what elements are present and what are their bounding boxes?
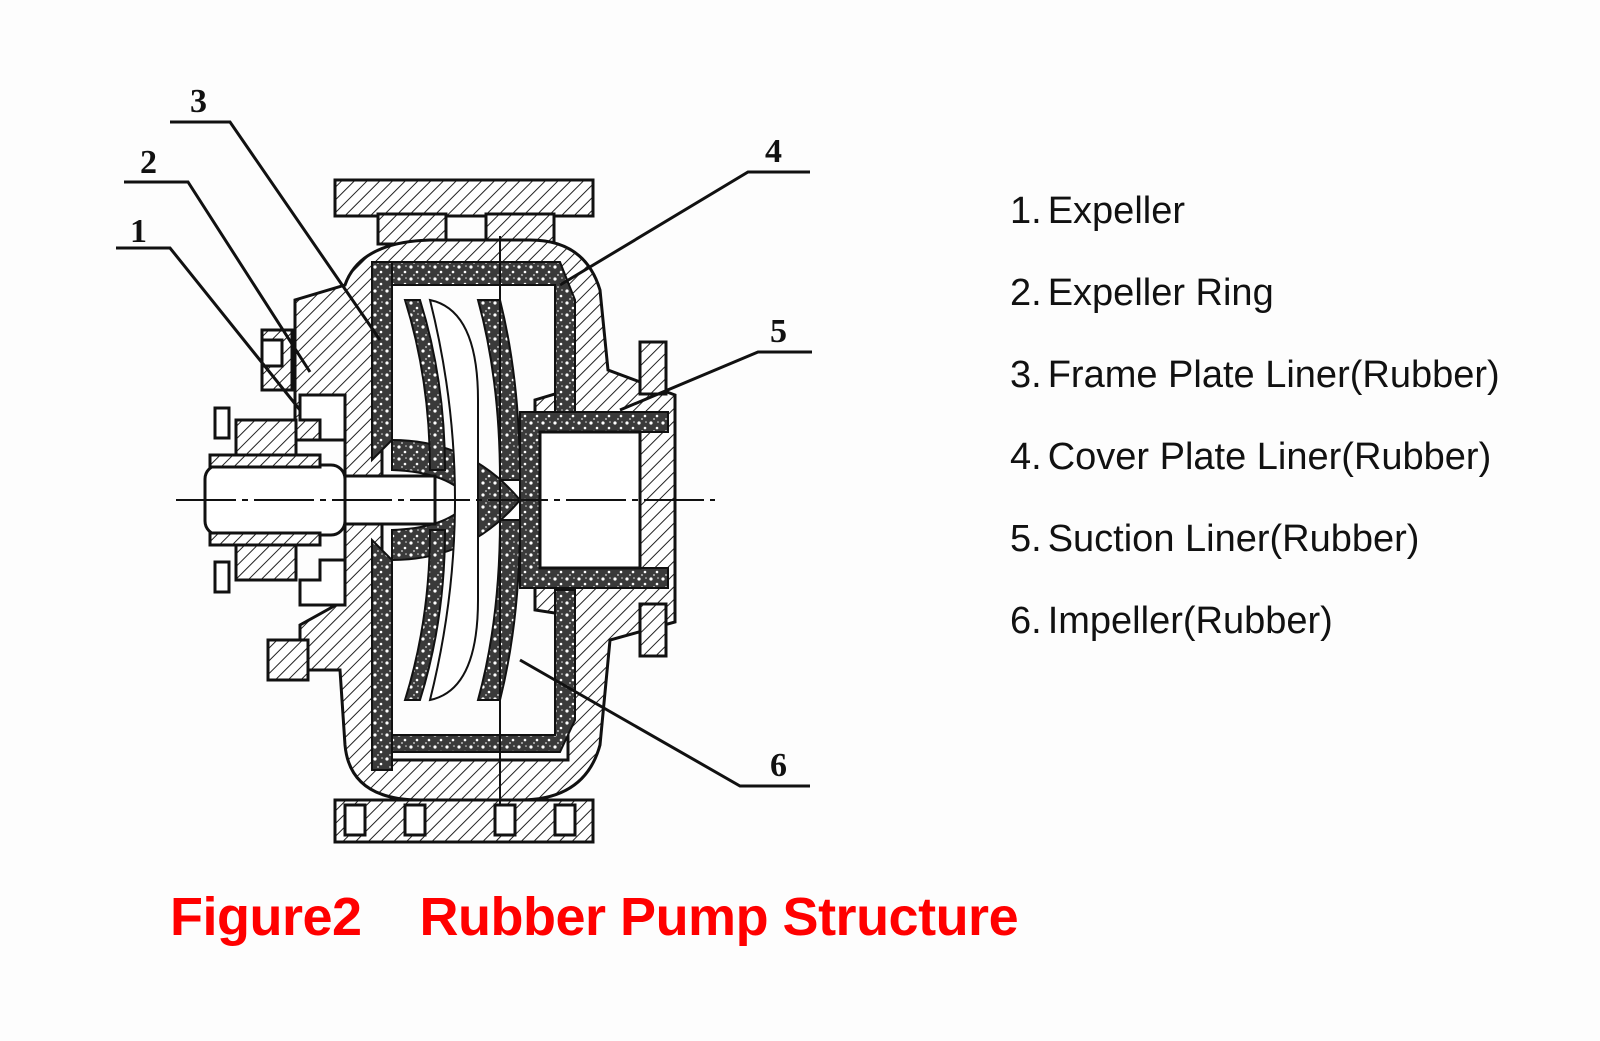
legend-item: 3.Frame Plate Liner(Rubber) xyxy=(1010,352,1500,434)
legend-item-text: Impeller(Rubber) xyxy=(1047,600,1333,642)
legend-item-number: 1. xyxy=(1010,190,1042,232)
leader-2 xyxy=(124,180,312,373)
callout-numbers: 1 2 3 4 5 6 xyxy=(130,83,787,784)
legend-item-number: 5. xyxy=(1010,518,1042,560)
figure-caption: Figure2 Rubber Pump Structure xyxy=(170,887,1019,947)
leader-4 xyxy=(559,170,810,287)
legend-item: 6.Impeller(Rubber) xyxy=(1010,598,1500,680)
legend-item: 5.Suction Liner(Rubber) xyxy=(1010,516,1500,598)
callout-number-6: 6 xyxy=(770,747,787,784)
leader-5 xyxy=(619,350,812,412)
legend-item-text: Frame Plate Liner(Rubber) xyxy=(1047,354,1500,396)
legend-item-number: 6. xyxy=(1010,600,1042,642)
legend-item-text: Cover Plate Liner(Rubber) xyxy=(1047,436,1492,478)
legend-item-number: 2. xyxy=(1010,272,1042,314)
legend-item-text: Suction Liner(Rubber) xyxy=(1047,518,1420,560)
impeller-vane xyxy=(428,298,479,702)
legend-item-number: 3. xyxy=(1010,354,1042,396)
legend-item: 2.Expeller Ring xyxy=(1010,270,1500,352)
legend-item-text: Expeller xyxy=(1047,190,1185,232)
legend-item-number: 4. xyxy=(1010,436,1042,478)
leader-3 xyxy=(170,120,382,341)
pump-casing xyxy=(234,178,677,844)
callout-number-3: 3 xyxy=(190,83,207,120)
callout-number-4: 4 xyxy=(765,133,782,170)
leader-6 xyxy=(519,658,810,788)
legend-item: 4.Cover Plate Liner(Rubber) xyxy=(1010,434,1500,516)
parts-legend: 1.Expeller 2.Expeller Ring 3.Frame Plate… xyxy=(1010,188,1500,680)
callout-leaders xyxy=(116,120,812,788)
callout-number-5: 5 xyxy=(770,313,787,350)
foot-bolts xyxy=(343,803,577,837)
callout-number-2: 2 xyxy=(140,144,157,181)
legend-item-text: Expeller Ring xyxy=(1047,272,1274,314)
callout-number-1: 1 xyxy=(130,213,147,250)
legend-item: 1.Expeller xyxy=(1010,188,1500,270)
leader-1 xyxy=(116,246,302,411)
